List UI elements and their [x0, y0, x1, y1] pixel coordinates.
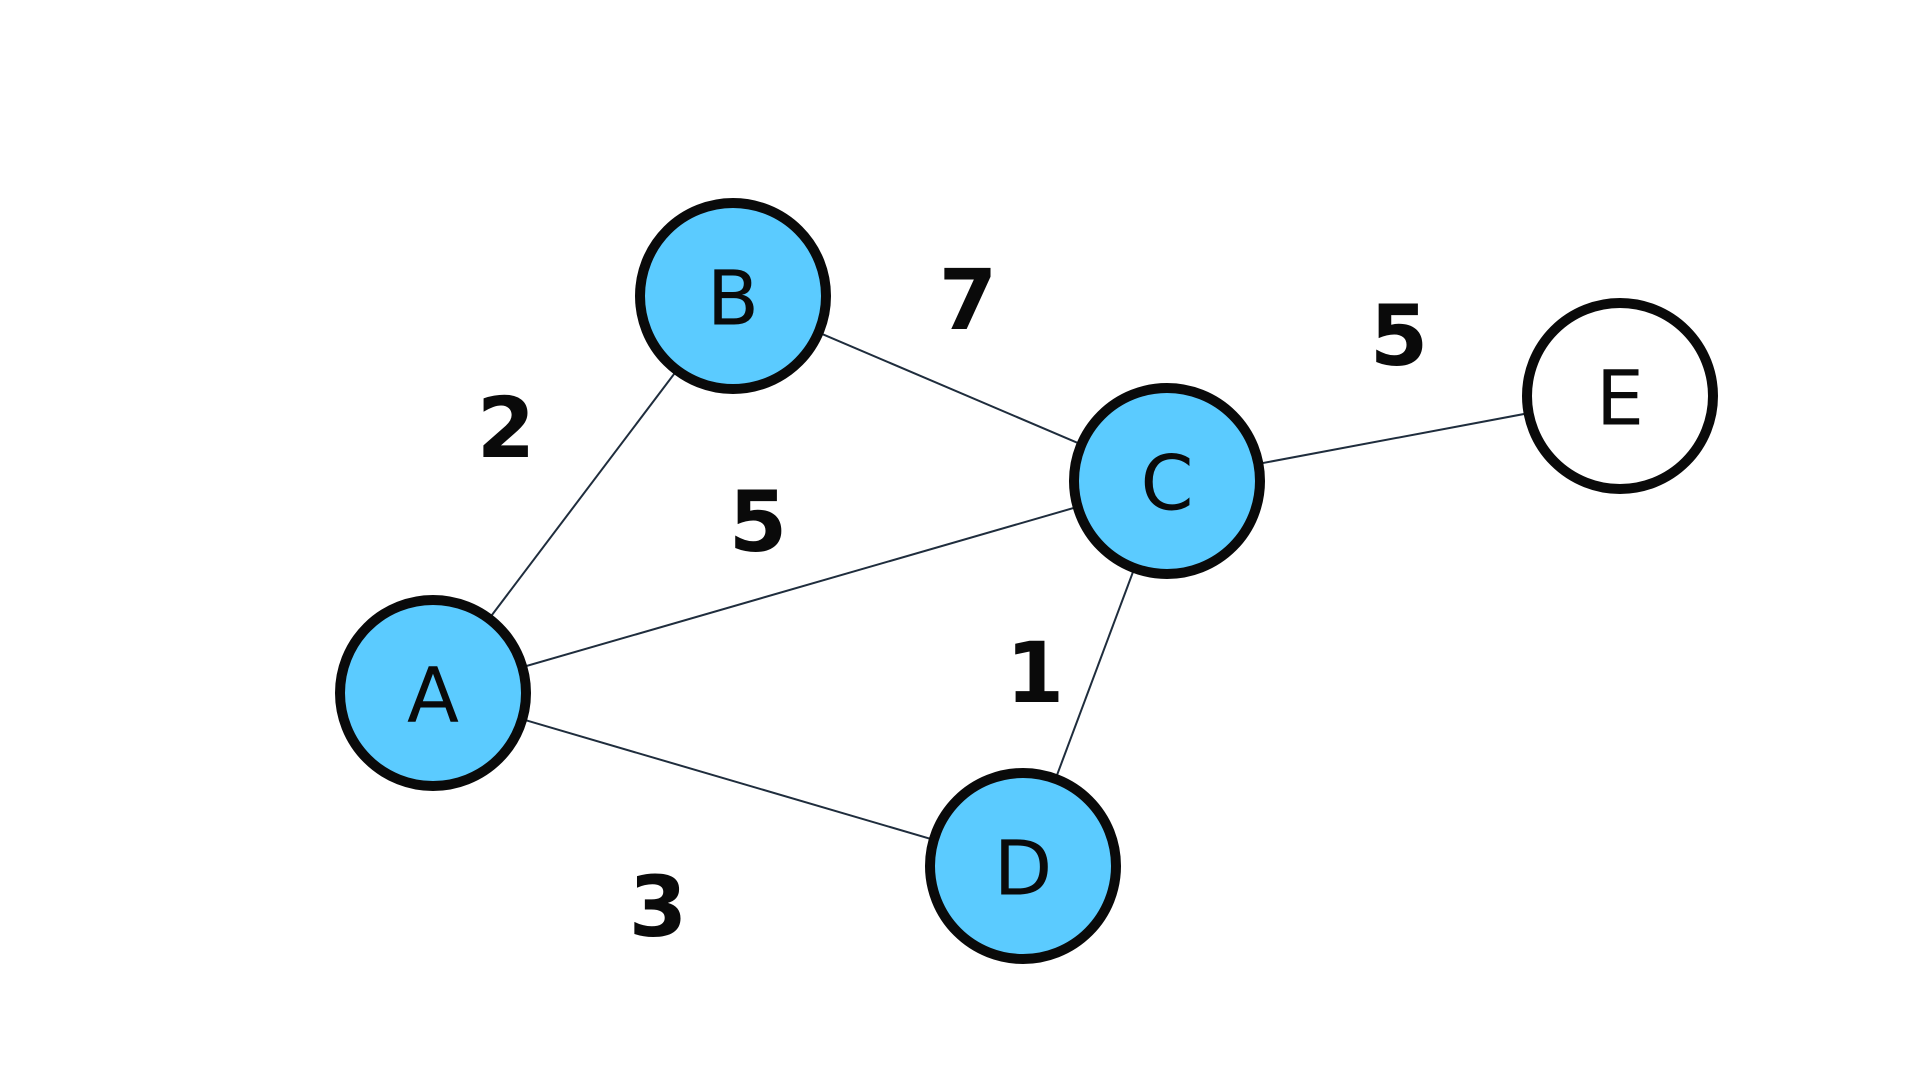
node-circle-c — [1069, 383, 1265, 579]
node-label-e: E — [1596, 354, 1644, 443]
edge-a-c — [432, 480, 1168, 694]
node-b: B — [635, 198, 831, 394]
node-a: A — [335, 595, 531, 791]
node-label-a: A — [407, 651, 459, 740]
edge-weight-c-e: 5 — [1370, 287, 1428, 385]
node-label-d: D — [994, 824, 1053, 913]
edge-weight-c-d: 1 — [1006, 624, 1064, 722]
edge-weights-layer: 2 7 5 5 1 3 — [477, 251, 1428, 956]
edge-weight-a-c: 5 — [729, 473, 787, 571]
node-circle-b — [635, 198, 831, 394]
edge-weight-b-c: 7 — [939, 251, 997, 349]
node-circle-d — [925, 768, 1121, 964]
edge-weight-a-d: 3 — [629, 858, 687, 956]
nodes-layer: A B C D E — [335, 198, 1718, 964]
edge-weight-a-b: 2 — [477, 379, 535, 477]
node-circle-e — [1522, 298, 1718, 494]
edge-a-d — [432, 692, 1024, 867]
node-d: D — [925, 768, 1121, 964]
node-c: C — [1069, 383, 1265, 579]
node-e: E — [1522, 298, 1718, 494]
node-circle-a — [335, 595, 531, 791]
node-label-c: C — [1140, 439, 1193, 528]
node-label-b: B — [707, 254, 759, 343]
